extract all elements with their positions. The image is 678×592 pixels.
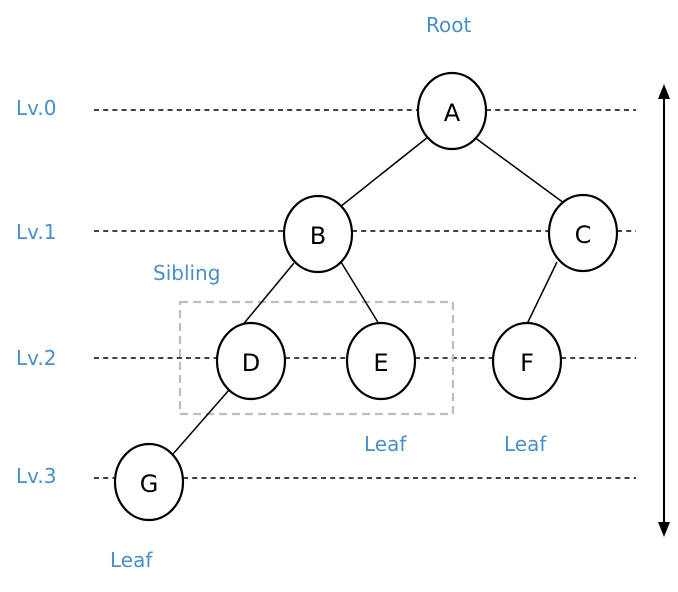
arrow-down-head <box>658 522 670 537</box>
node-c: C <box>547 193 619 273</box>
node-f: F <box>491 321 563 401</box>
edge-b-e <box>340 261 380 325</box>
sibling-annotation: Sibling <box>153 261 220 285</box>
tree-edges <box>172 136 569 455</box>
edge-b-d <box>240 262 295 328</box>
depth-arrow <box>658 84 670 537</box>
level-label-1: Lv.1 <box>16 220 57 244</box>
sibling-group-box <box>178 300 455 416</box>
node-b: B <box>282 194 354 274</box>
root-annotation: Root <box>426 13 471 37</box>
edge-c-f <box>526 261 558 325</box>
edge-d-g <box>172 389 230 455</box>
node-e-label: E <box>373 349 388 377</box>
level-label-3: Lv.3 <box>16 464 57 488</box>
node-e: E <box>345 321 417 401</box>
level-lines <box>94 109 636 479</box>
node-a-label: A <box>444 99 461 127</box>
node-g-label: G <box>140 470 159 498</box>
level-label-2: Lv.2 <box>16 346 57 370</box>
leaf-annotation-g: Leaf <box>110 548 153 572</box>
node-a: A <box>416 71 488 151</box>
leaf-annotation-f: Leaf <box>504 432 547 456</box>
level-label-0: Lv.0 <box>16 96 57 120</box>
node-d-label: D <box>242 349 260 377</box>
node-c-label: C <box>575 221 592 249</box>
edge-a-c <box>473 136 569 207</box>
arrow-up-head <box>658 84 670 99</box>
leaf-annotation-e: Leaf <box>364 432 407 456</box>
node-f-label: F <box>520 349 534 377</box>
edge-a-b <box>339 136 429 208</box>
node-b-label: B <box>310 222 326 250</box>
node-g: G <box>113 442 185 522</box>
node-d: D <box>215 321 287 401</box>
